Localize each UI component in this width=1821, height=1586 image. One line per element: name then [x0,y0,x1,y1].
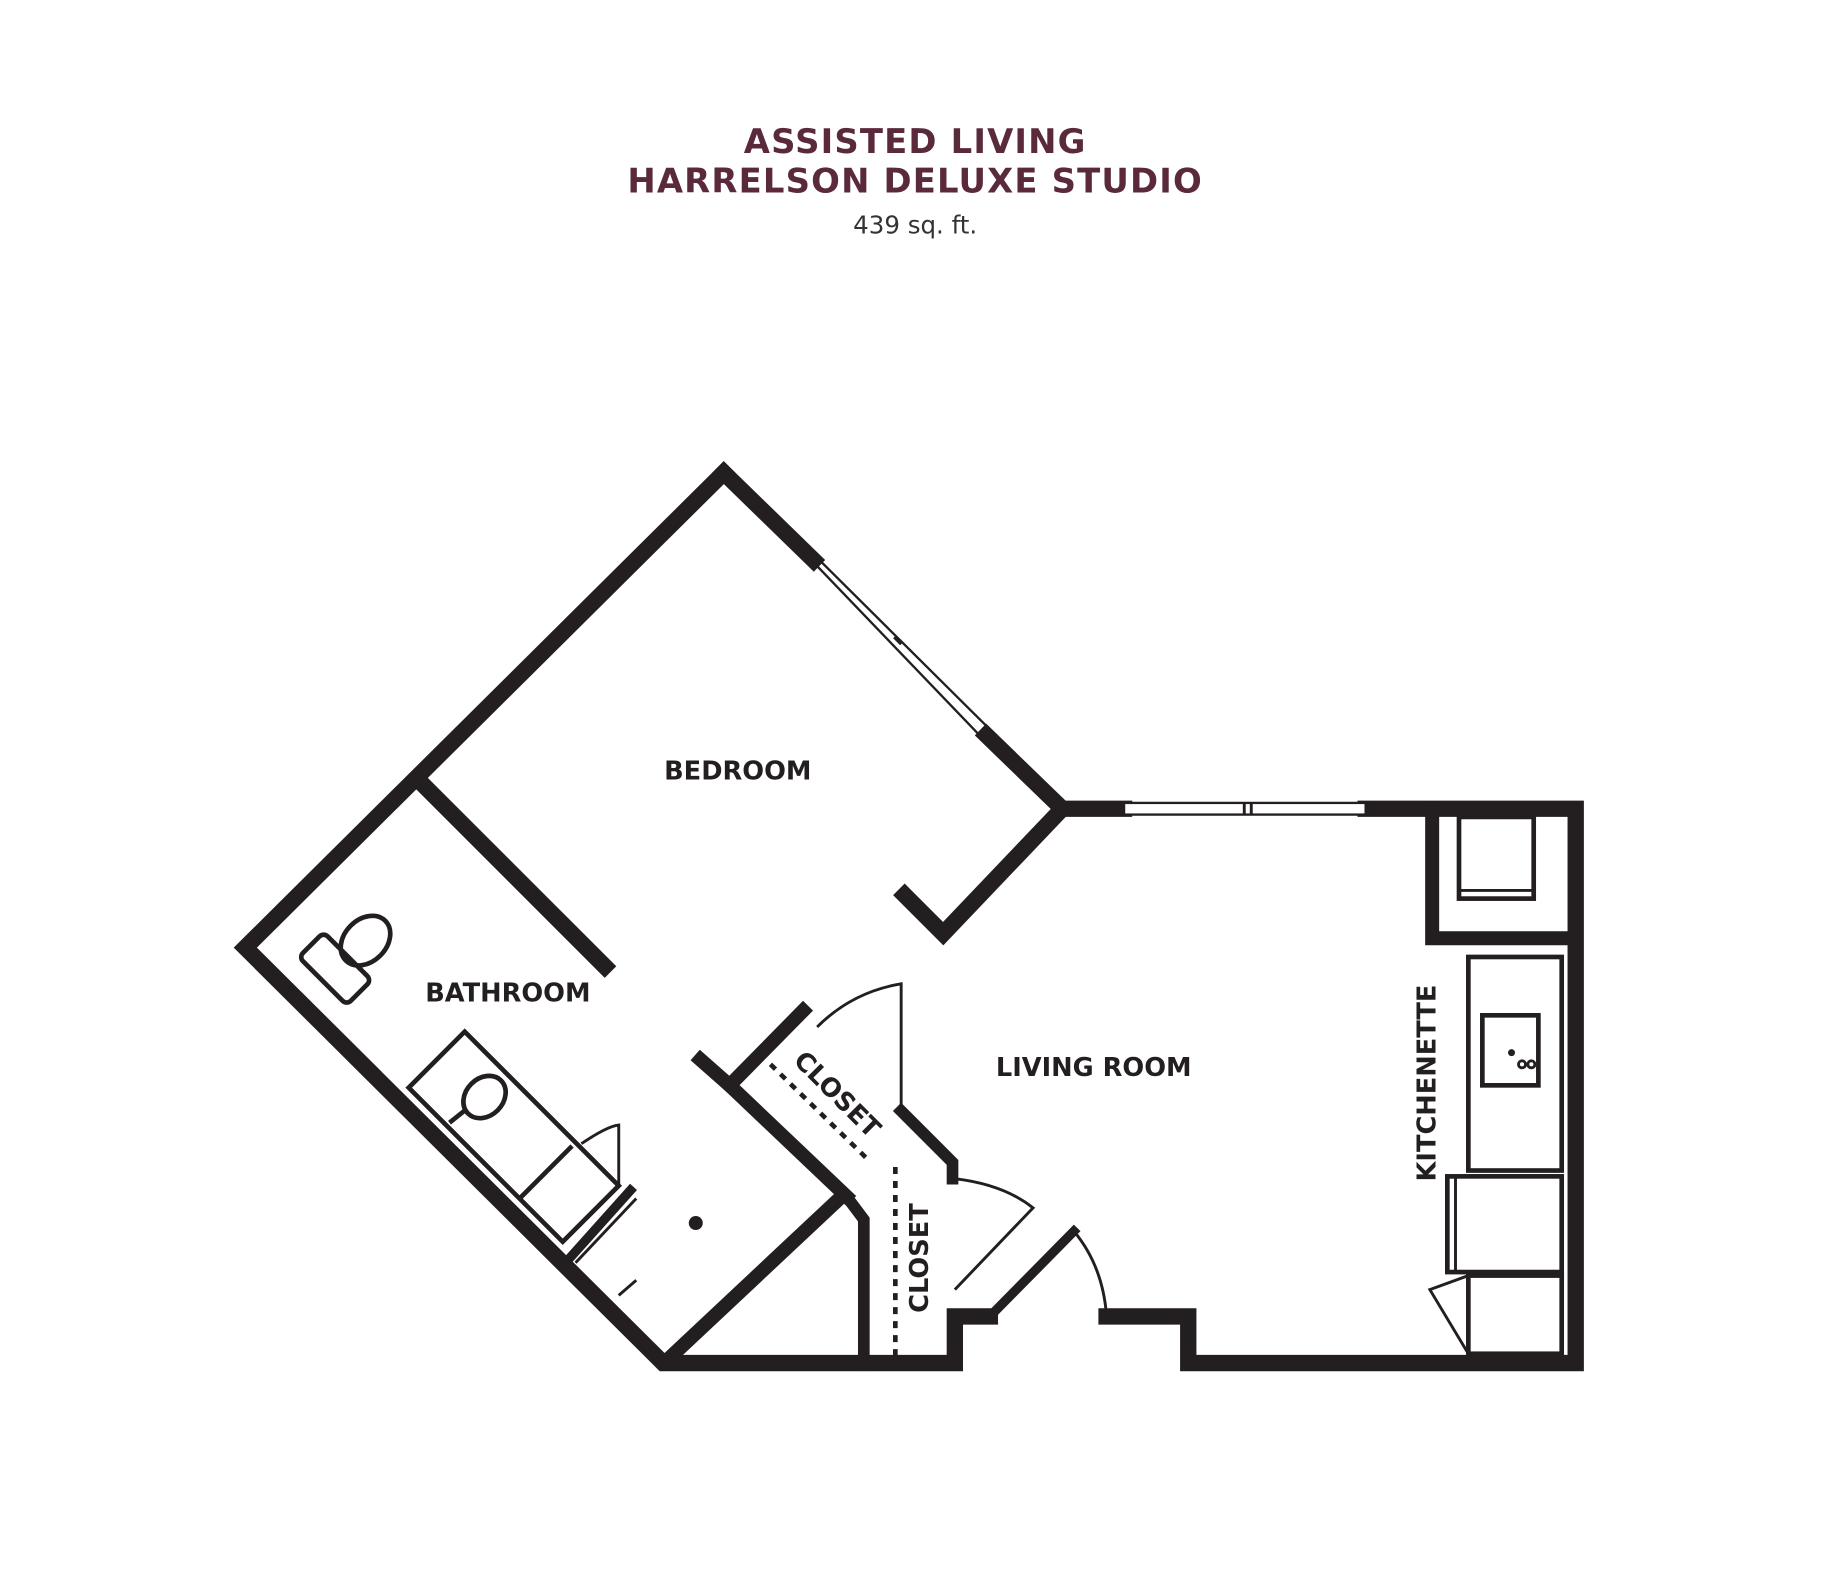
toilet-icon [298,913,393,1005]
room-label-living-room: LIVING ROOM [996,1053,1192,1083]
bathroom-fixtures [298,913,703,1297]
doors [580,982,1470,1360]
windows [812,553,1367,816]
counter-icon [1466,954,1565,1173]
vanity-icon [405,1028,623,1246]
closet-rods [768,1062,898,1357]
plan-title-line2: HARRELSON DELUXE STUDIO [627,162,1203,201]
sink-icon [1480,1012,1541,1088]
room-label-closet-2: CLOSET [905,1203,935,1313]
plan-area: 439 sq. ft. [853,210,977,239]
plan-title-line1: ASSISTED LIVING [744,122,1087,161]
kitchenette-fixtures [1425,801,1577,1357]
room-label-bathroom: BATHROOM [425,978,590,1008]
dishwasher-icon [1466,1273,1565,1357]
room-label-kitchenette: KITCHENETTE [1413,985,1443,1182]
interior-walls [411,772,1074,1370]
appliance-icon [1456,814,1537,901]
shower-icon [574,1197,703,1297]
room-label-bedroom: BEDROOM [664,757,811,787]
stove-icon [1445,1174,1565,1275]
